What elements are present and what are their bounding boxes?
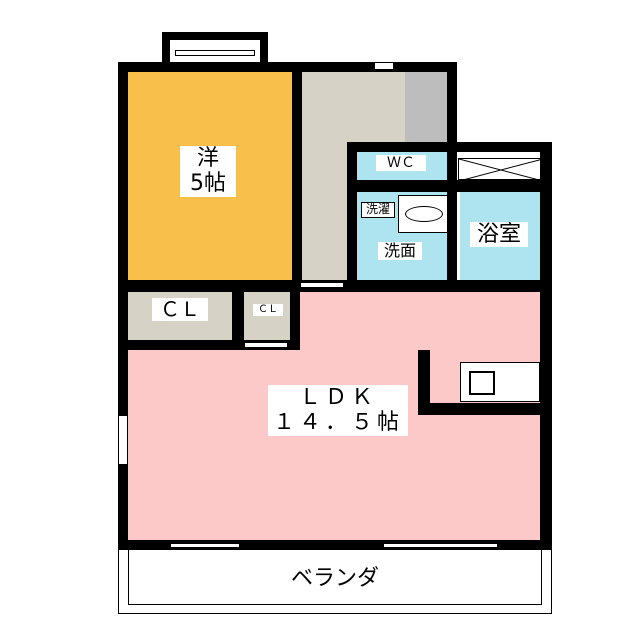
balcony [118,550,552,614]
wall [290,292,300,350]
laundry-label: 洗濯 [361,202,395,218]
door[interactable] [118,415,128,465]
window [175,50,255,56]
window [170,543,240,548]
kitchen-wall [418,350,430,415]
western-room-label: 洋 5帖 [180,146,236,197]
wall [118,62,300,72]
room-size: 5帖 [190,171,226,197]
kitchen-wall [418,403,540,415]
wall [347,142,357,292]
bay-window [162,32,268,64]
storage-cross-icon [458,158,544,182]
storage-x [458,158,544,182]
bath-label: 浴室 [470,222,528,248]
entrance-door[interactable] [374,62,394,70]
wc-label: ＷＣ [376,155,426,172]
shoe-storage [405,72,447,142]
washbasin [398,195,450,233]
room-name: 洋 [196,146,219,171]
wall [118,340,300,350]
wall [118,540,552,550]
wall [447,62,457,152]
room-size: １４．５帖 [272,410,403,436]
closet-2-label: ＣＬ [253,304,283,316]
wall [118,62,128,550]
room-name: ＬＤＫ [298,385,377,410]
wall [292,62,302,292]
wall [347,180,552,192]
closet-2 [244,292,290,340]
closet-1-label: ＣＬ [152,298,208,321]
door[interactable] [300,282,344,288]
wall [540,142,552,550]
kitchen-counter [460,362,540,402]
wall [447,142,457,292]
window [383,543,498,548]
washroom-label: 洗面 [378,241,422,261]
balcony-label: ベランダ [290,566,379,591]
door[interactable] [244,342,288,348]
ldk-label: ＬＤＫ １４．５帖 [268,385,408,436]
wall [232,292,244,342]
